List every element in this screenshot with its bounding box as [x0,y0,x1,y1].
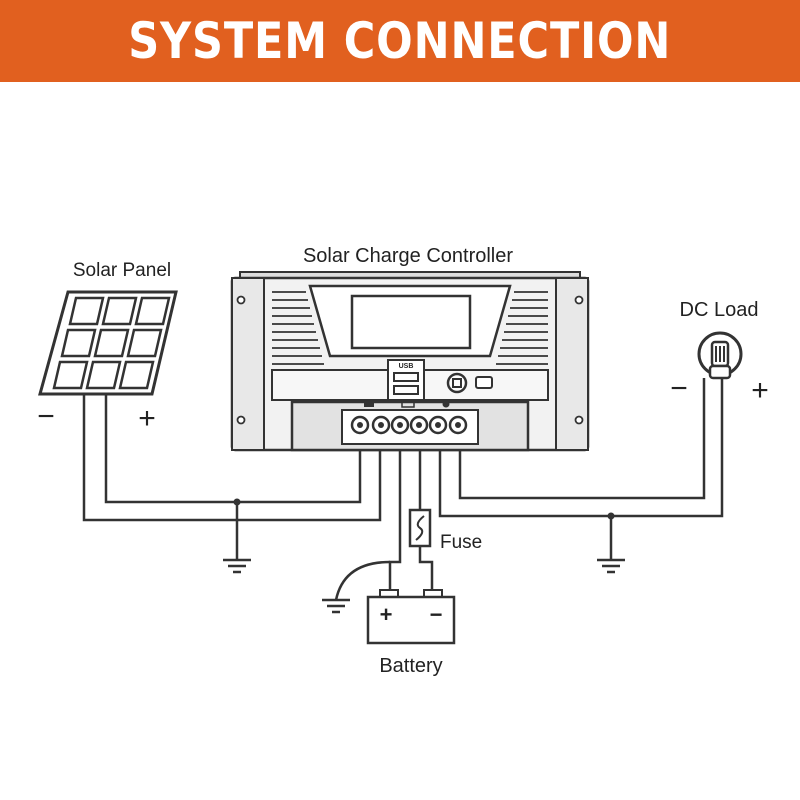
ground-icon [322,598,350,614]
usb-port-icon: USB [387,359,425,401]
load-minus-sign: − [670,372,688,405]
title-banner: SYSTEM CONNECTION [0,0,800,82]
light-bulb-icon [697,331,743,380]
battery-minus-sign: − [430,602,443,627]
controller-label: Solar Charge Controller [303,245,513,267]
fuse-label: Fuse [440,532,482,553]
control-button-icon [446,372,468,394]
ground-icon [597,558,625,574]
terminal-load-icon [442,400,450,408]
ground-icon [223,558,251,574]
solar-panel-icon [38,290,178,396]
indicator-light-icon [475,376,493,389]
battery-icon [366,589,456,645]
usb-label: USB [399,363,414,370]
terminal-pv-icon [364,401,374,407]
battery-plus-sign: + [380,602,393,627]
dc-load-label: DC Load [680,299,759,321]
terminal-battery-icon [401,400,415,408]
page-title: SYSTEM CONNECTION [128,12,672,70]
fuse-icon [408,508,432,548]
battery-label: Battery [379,655,442,677]
load-plus-sign: + [751,374,769,407]
panel-plus-sign: + [138,402,156,435]
solar-panel-label: Solar Panel [73,260,171,281]
charge-controller-icon: USB [230,271,590,452]
wiring [82,378,724,601]
panel-minus-sign: − [37,400,55,433]
